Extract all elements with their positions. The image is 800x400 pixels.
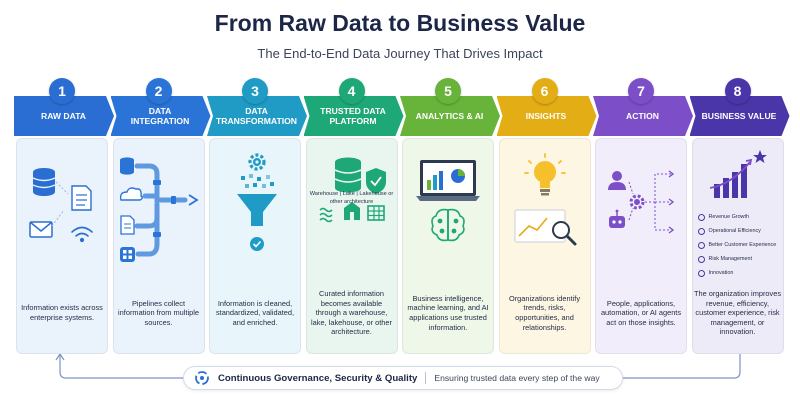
lightbulb-icon [697, 269, 705, 277]
source-database-icon [119, 157, 134, 175]
pipeline-icon [134, 163, 187, 257]
refresh-cycle-icon [195, 371, 209, 385]
stage-description: Pipelines collect information from multi… [118, 298, 199, 327]
stage-number-badge: 2 [145, 78, 172, 104]
stage-number-badge: 1 [49, 78, 75, 104]
value-item-label: Operational Efficiency [708, 228, 761, 234]
storage-options-label: Warehouse | Lake | Lakehouse or other ar… [309, 191, 394, 205]
stage-insights: INSIGHTS 6 [496, 78, 597, 356]
raw-data-illustration [29, 168, 93, 243]
stage-number-badge: 4 [338, 78, 365, 104]
business-value-illustration [709, 150, 767, 198]
divider [425, 372, 427, 384]
mail-icon [29, 221, 53, 238]
value-item-label: Revenue Growth [708, 214, 749, 220]
database-icon [334, 157, 361, 193]
document-icon [71, 185, 92, 211]
stage-data-integration: DATA INTEGRATION 2 [110, 78, 211, 356]
action-illustration [608, 170, 675, 234]
stage-number-badge: 5 [435, 78, 461, 104]
stage-card [595, 138, 687, 354]
data-particles [241, 174, 274, 188]
stage-number-badge: 8 [724, 78, 751, 104]
stage-raw-data: RAW DATA 1 [14, 78, 114, 356]
page-title: From Raw Data to Business Value [214, 10, 586, 36]
connector-lines [51, 181, 69, 227]
file-icon [119, 215, 135, 235]
page-subtitle: The End-to-End Data Journey That Drives … [257, 46, 543, 61]
stage-business-value: BUSINESS VALUE 8 Revenue Growth Operatio… [689, 78, 790, 356]
stage-trusted-data-platform: TRUSTED DATA PLATFORM 4 [303, 78, 404, 356]
stage-description: Curated information becomes available th… [311, 289, 392, 337]
laptop-dashboard-icon [416, 160, 480, 201]
check-circle-icon [250, 237, 264, 251]
value-item-label: Innovation [708, 270, 734, 276]
stage-action: ACTION 7 [593, 78, 693, 356]
stages-row: RAW DATA 1 [14, 78, 790, 356]
branch-arrows [628, 173, 671, 231]
star-icon [752, 150, 767, 163]
transformation-illustration [237, 153, 277, 251]
app-grid-icon [119, 247, 135, 262]
value-item-customer-experience: Better Customer Experience [697, 238, 784, 252]
chart-magnifier-icon [514, 209, 576, 246]
stage-description: Business intelligence, machine learning,… [407, 293, 489, 332]
shield-check-icon [365, 168, 386, 194]
arrow-right-icon [188, 194, 199, 206]
stage-description: People, applications, automation, or AI … [600, 298, 682, 327]
value-item-label: Better Customer Experience [708, 242, 777, 248]
stage-description: Information exists across enterprise sys… [21, 303, 103, 322]
shield-icon [697, 255, 705, 263]
integration-illustration [119, 157, 199, 262]
ai-brain-icon [431, 208, 465, 242]
database-icon [32, 168, 56, 196]
value-outcomes-list: Revenue Growth Operational Efficiency Be… [697, 210, 784, 280]
gear-icon [697, 227, 705, 235]
stage-description: Information is cleaned, standardized, va… [215, 298, 295, 327]
lightbulb-icon [523, 153, 566, 196]
stage-description: Organizations identify trends, risks, op… [508, 293, 581, 332]
filter-funnel-icon [237, 194, 277, 226]
value-item-risk-management: Risk Management [697, 252, 784, 266]
stage-description: The organization improves revenue, effic… [693, 289, 782, 337]
grid-table-icon [366, 205, 385, 221]
stage-data-transformation: DATA TRANSFORMATION 3 Information is cle… [207, 78, 307, 356]
pipe-joints [152, 180, 176, 237]
value-item-innovation: Innovation [697, 266, 784, 280]
growth-bars-icon [709, 158, 752, 198]
robot-agent-icon [609, 209, 625, 228]
governance-subtitle: Ensuring trusted data every step of the … [434, 373, 600, 383]
analytics-illustration [416, 160, 480, 242]
person-icon [608, 171, 626, 190]
wifi-icon [71, 226, 93, 243]
lake-waves-icon [318, 207, 333, 223]
platform-illustration [318, 157, 386, 223]
stage-header: TRUSTED DATA PLATFORM [303, 96, 404, 136]
gear-icon [629, 194, 645, 210]
governance-banner: Continuous Governance, Security & Qualit… [183, 366, 623, 390]
cloud-icon [119, 187, 143, 201]
stage-number-badge: 7 [628, 78, 654, 104]
people-icon [697, 241, 705, 249]
stage-number-badge: 6 [531, 78, 558, 104]
stage-card [16, 138, 108, 354]
stage-number-badge: 3 [242, 78, 268, 104]
governance-title: Continuous Governance, Security & Qualit… [218, 372, 418, 384]
value-item-revenue-growth: Revenue Growth [697, 210, 784, 224]
warehouse-icon [343, 202, 360, 220]
insights-illustration [514, 153, 576, 246]
gear-icon [248, 153, 266, 171]
value-item-label: Risk Management [708, 256, 752, 262]
dollar-icon [697, 213, 705, 221]
arrow-right-icon [668, 170, 675, 234]
value-item-operational-efficiency: Operational Efficiency [697, 224, 784, 238]
stage-analytics-ai: ANALYTICS & AI 5 Bu [400, 78, 500, 356]
